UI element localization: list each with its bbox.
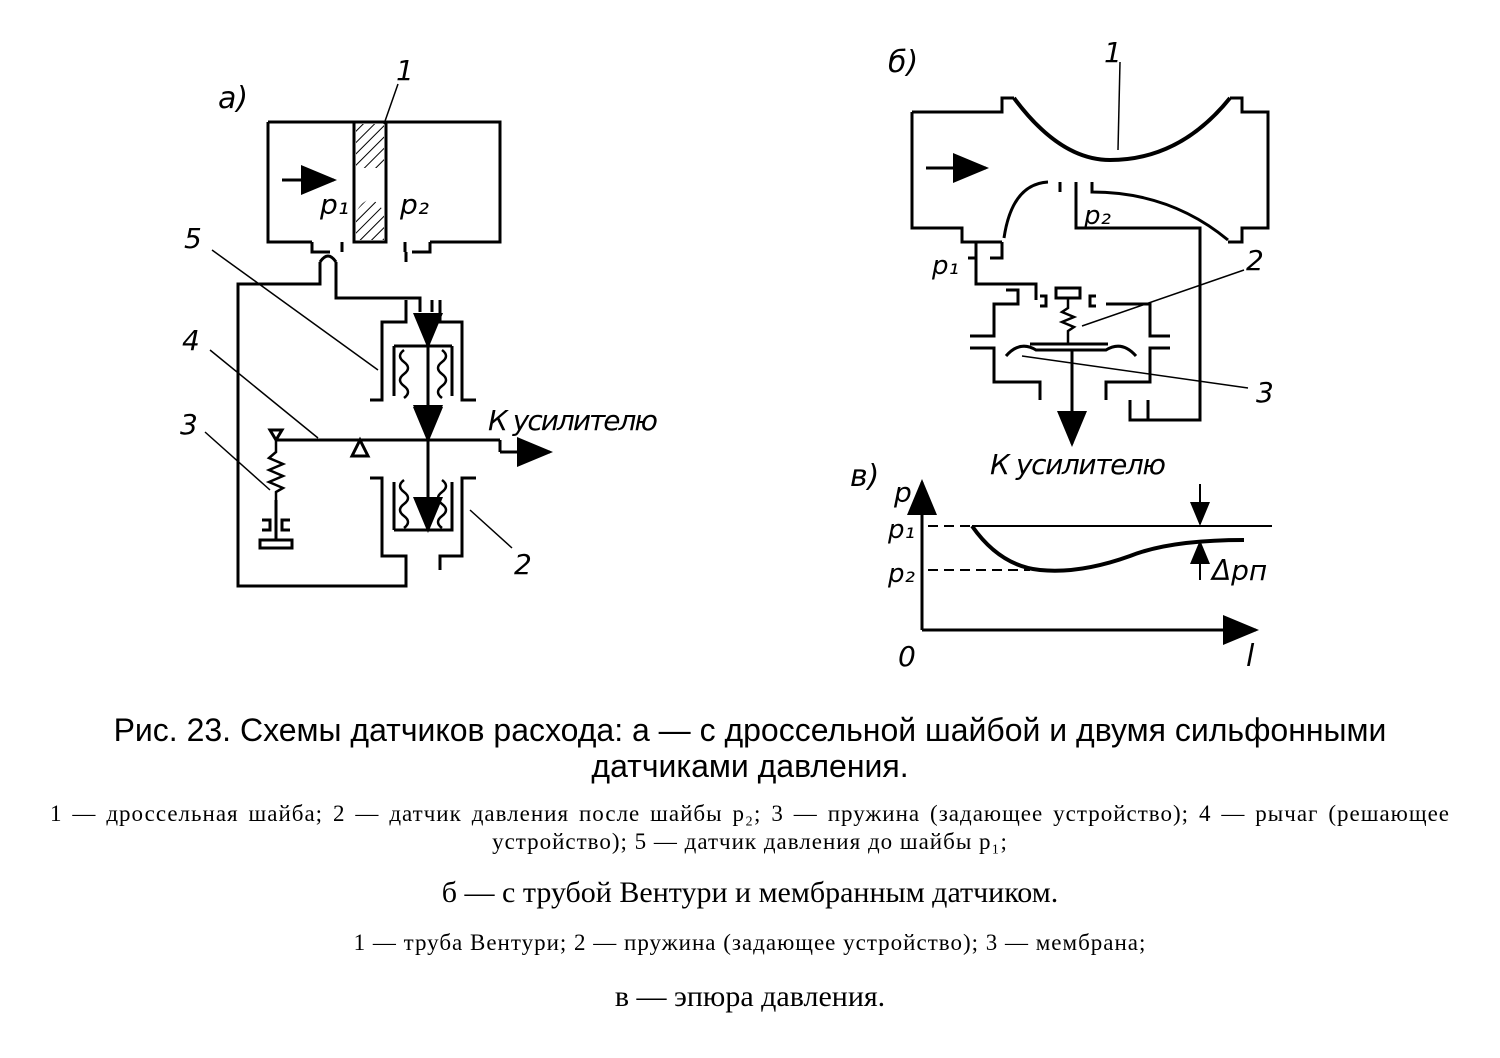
bellows-5	[370, 300, 476, 402]
spring-b-2	[1040, 286, 1096, 344]
panel-a-labels: 1 5 4 3 2 p₁ p₂ К усилителю	[180, 54, 658, 581]
impulse-tubes-a	[236, 252, 422, 588]
origin-label: 0	[898, 640, 916, 673]
output-label-b: К усилителю	[990, 448, 1166, 481]
delta-label: Δpп	[1210, 554, 1267, 587]
level-p1-label: p₁	[887, 515, 915, 545]
part-b-3: 3	[1256, 376, 1274, 409]
caption-b: б — с трубой Вентури и мембранным датчик…	[441, 876, 1059, 909]
flow-sensor-diagram: а)	[180, 36, 1274, 674]
caption-line-1: Рис. 23. Схемы датчиков расхода: а — с д…	[113, 712, 1387, 748]
panel-a-label: а)	[218, 81, 248, 116]
orifice-plate	[352, 120, 388, 244]
pressure-a-p2: p₂	[399, 188, 429, 221]
y-axis-label: p	[893, 476, 912, 509]
part-b-1: 1	[1104, 36, 1122, 69]
panel-v-labels: p l 0 p₁ p₂ Δpп	[887, 476, 1267, 674]
pressure-b-p1: p₁	[931, 251, 959, 281]
pressure-a-p1: p₁	[319, 188, 349, 221]
membrane-housing	[970, 288, 1170, 422]
part-a-1: 1	[396, 54, 414, 87]
impulse-tube-b-p1	[968, 242, 1038, 300]
legend-a: 1 — дроссельная шайба; 2 — датчик давлен…	[50, 801, 1450, 854]
legend-b: 1 — труба Вентури; 2 — пружина (задающее…	[353, 930, 1147, 955]
spring-3	[258, 428, 294, 550]
part-a-2: 2	[514, 548, 532, 581]
part-a-5: 5	[184, 222, 202, 255]
figure-caption: Рис. 23. Схемы датчиков расхода: а — с д…	[0, 712, 1500, 784]
part-a-3: 3	[180, 408, 198, 441]
caption-line-2: датчиками давления.	[591, 748, 909, 784]
panel-a: а)	[204, 81, 553, 588]
output-label-a: К усилителю	[488, 404, 658, 437]
venturi-tube	[910, 96, 1270, 422]
panel-b: б)	[888, 45, 1270, 447]
pressure-curve	[970, 524, 1245, 573]
panel-v: в)	[850, 459, 1272, 645]
level-p2-label: p₂	[887, 559, 915, 589]
caption-v: в — эпюра давления.	[614, 980, 886, 1013]
bellows-2	[370, 476, 476, 570]
panel-b-label: б)	[888, 45, 918, 80]
pressure-b-p2: p₂	[1083, 201, 1111, 231]
part-b-2: 2	[1246, 244, 1264, 277]
x-axis-label: l	[1246, 639, 1255, 674]
part-a-4: 4	[182, 324, 200, 357]
panel-b-labels: 1 2 3 p₁ p₂ К усилителю	[931, 36, 1274, 481]
panel-v-label: в)	[850, 459, 879, 494]
lever-fulcrum	[349, 436, 371, 458]
